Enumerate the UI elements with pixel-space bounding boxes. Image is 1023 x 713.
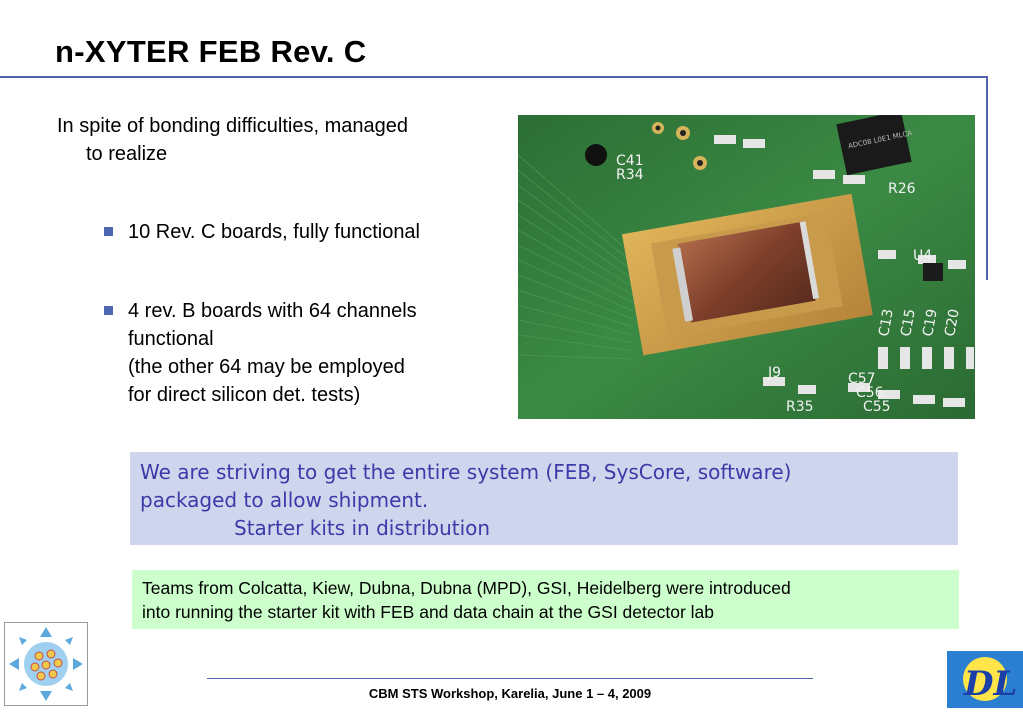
- label-c19: C19: [920, 308, 941, 338]
- bullet-text-line: functional: [128, 328, 214, 350]
- bullet-text-line: (the other 64 may be employed: [128, 356, 405, 378]
- right-divider: [986, 76, 988, 280]
- slide-title: n-XYTER FEB Rev. C: [55, 34, 367, 69]
- note-line: We are striving to get the entire system…: [140, 460, 792, 484]
- dl-logo-text: DL: [963, 664, 1017, 704]
- label-c56: C56: [856, 385, 884, 401]
- intro-text: In spite of bonding difficulties, manage…: [57, 112, 487, 168]
- cbm-logo: [4, 622, 88, 706]
- board-photo: ADC08 L0E1 MLCA C41 R34 U4 J9 R35: [518, 115, 975, 419]
- label-c13: C13: [876, 308, 897, 338]
- bullet-text-line: 4 rev. B boards with 64 channels: [128, 300, 417, 322]
- intro-line-1: In spite of bonding difficulties, manage…: [57, 115, 408, 137]
- label-u4: U4: [913, 248, 932, 264]
- label-c15: C15: [898, 308, 919, 338]
- teams-note: Teams from Colcatta, Kiew, Dubna, Dubna …: [132, 570, 959, 629]
- label-c57: C57: [848, 371, 876, 387]
- bullet-square-icon: [104, 306, 113, 315]
- label-c20: C20: [942, 308, 963, 338]
- label-c55: C55: [863, 399, 891, 415]
- note-line: Teams from Colcatta, Kiew, Dubna, Dubna …: [142, 578, 791, 598]
- title-divider: [0, 76, 987, 78]
- footer-text: CBM STS Workshop, Karelia, June 1 – 4, 2…: [368, 686, 652, 701]
- bullet-text-line: for direct silicon det. tests): [128, 384, 361, 406]
- bullet-item: 4 rev. B boards with 64 channels functio…: [104, 297, 484, 409]
- bullet-text: 10 Rev. C boards, fully functional: [128, 221, 421, 243]
- label-j9: J9: [767, 365, 781, 381]
- dl-logo: DL: [947, 651, 1023, 708]
- bullet-item: 10 Rev. C boards, fully functional: [104, 218, 484, 246]
- note-line: Starter kits in distribution: [234, 516, 491, 540]
- label-r26: R26: [888, 181, 916, 197]
- label-c41: C41: [616, 153, 644, 169]
- bullet-square-icon: [104, 227, 113, 236]
- intro-line-2: to realize: [86, 143, 168, 165]
- note-line: into running the starter kit with FEB an…: [142, 602, 714, 622]
- striving-note: We are striving to get the entire system…: [130, 452, 958, 545]
- label-r35: R35: [786, 399, 814, 415]
- note-line: packaged to allow shipment.: [140, 488, 429, 512]
- label-r34: R34: [616, 167, 644, 183]
- footer-divider: [207, 678, 813, 679]
